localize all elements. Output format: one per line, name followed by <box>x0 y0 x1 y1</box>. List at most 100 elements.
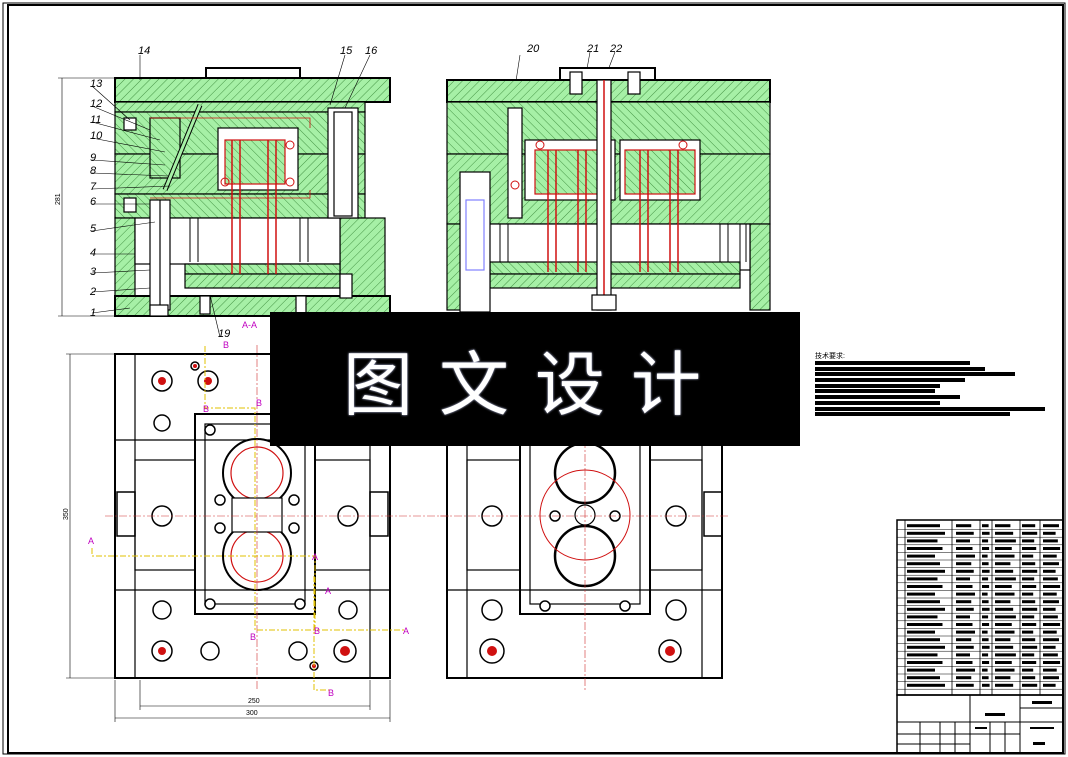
callout-10: 10 <box>90 130 103 142</box>
parts-row-text <box>1022 531 1038 535</box>
callout-20: 20 <box>526 43 540 55</box>
parts-row-text <box>982 592 988 596</box>
parts-row-text <box>1022 562 1036 566</box>
parts-row-text <box>995 653 1016 657</box>
parts-row-text <box>956 600 972 604</box>
callout-1: 1 <box>90 307 96 319</box>
callout-12: 12 <box>90 98 102 110</box>
parts-row-text <box>907 585 943 588</box>
section-label-b-2: B <box>203 404 209 414</box>
parts-row-text <box>1043 600 1059 604</box>
parts-row-text <box>995 569 1014 573</box>
parts-row-text <box>1043 531 1056 535</box>
parts-row-text <box>956 676 972 680</box>
callout-9: 9 <box>90 152 96 164</box>
parts-row-text <box>907 615 938 619</box>
parts-row-text <box>995 623 1012 626</box>
parts-row-text <box>956 661 973 664</box>
parts-row-text <box>907 539 938 543</box>
plan-dimensions <box>66 353 391 722</box>
parts-row-text <box>1022 577 1035 581</box>
parts-row-text <box>1043 638 1059 642</box>
parts-row-text <box>1022 676 1036 680</box>
parts-row-text <box>907 531 945 535</box>
parts-row-text <box>1043 653 1058 657</box>
section-line-a <box>91 346 405 691</box>
parts-row-text <box>1022 615 1035 619</box>
section-label-a-4: A <box>325 586 331 596</box>
parts-row-text <box>995 645 1014 649</box>
parts-row-text <box>956 653 970 657</box>
tech-req-lines <box>815 361 1050 417</box>
parts-row-text <box>956 562 972 566</box>
parts-row-text <box>1043 668 1057 672</box>
callout-16: 16 <box>365 45 378 57</box>
section-label-aa: A-A <box>242 320 257 330</box>
tech-req-line <box>815 395 960 400</box>
parts-row-text <box>982 630 988 634</box>
section-label-a-right: A <box>403 626 409 636</box>
parts-row-text <box>982 585 990 588</box>
parts-row-text <box>956 577 970 581</box>
technical-requirements: 技术要求: <box>815 351 1050 418</box>
parts-row-text <box>907 661 943 664</box>
section-label-b-5: B <box>314 626 320 636</box>
parts-row-text <box>982 615 989 619</box>
tech-req-line <box>815 366 985 371</box>
section-label-b-4: B <box>250 632 256 642</box>
parts-row-text <box>1043 585 1061 588</box>
parts-row-text <box>956 531 974 535</box>
parts-row-text <box>1043 630 1057 634</box>
parts-row-text <box>907 569 945 573</box>
parts-row-text <box>995 668 1015 672</box>
parts-row-text <box>1043 592 1057 596</box>
parts-row-text <box>982 653 989 657</box>
parts-row-text <box>982 645 990 649</box>
parts-row-text <box>995 683 1014 687</box>
front-section-view <box>114 67 391 317</box>
parts-row-text <box>1022 554 1034 558</box>
parts-row-text <box>995 531 1014 535</box>
callout-8: 8 <box>90 165 97 177</box>
parts-row-text <box>907 562 940 566</box>
callout-5: 5 <box>90 223 97 235</box>
parts-row-text <box>907 623 943 626</box>
parts-row-text <box>995 676 1011 680</box>
parts-row-text <box>995 539 1016 543</box>
parts-row-text <box>1022 668 1034 672</box>
section-label-a-left: A <box>88 536 94 546</box>
parts-row-text <box>982 623 990 626</box>
callout-14: 14 <box>138 45 150 57</box>
parts-row-text <box>1022 569 1038 573</box>
section-label-b-6: B <box>328 688 334 698</box>
parts-row-text <box>956 638 972 642</box>
parts-row-text <box>1043 683 1056 687</box>
parts-row-text <box>995 577 1016 581</box>
parts-row-text <box>995 615 1016 619</box>
parts-row-text <box>1022 539 1035 543</box>
parts-row-text <box>995 554 1015 558</box>
parts-row-text <box>956 547 973 550</box>
dim-inner-width-label: 250 <box>248 698 260 705</box>
parts-row-text <box>1022 623 1037 626</box>
parts-row-text <box>956 615 970 619</box>
parts-row-text <box>995 661 1012 664</box>
parts-row-text <box>1043 607 1056 611</box>
parts-row-text <box>907 676 940 680</box>
parts-row-text <box>1022 653 1035 657</box>
parts-row-text <box>956 683 974 687</box>
parts-row-text <box>982 547 990 550</box>
parts-row-text <box>995 638 1011 642</box>
callout-15: 15 <box>340 45 353 57</box>
moving-half-centerlines <box>105 345 450 690</box>
parts-row-text <box>982 668 988 672</box>
title-block <box>896 694 1064 754</box>
parts-row-text <box>1043 524 1059 528</box>
parts-row-text <box>907 638 940 642</box>
callout-4: 4 <box>90 247 96 259</box>
dim-height-label: 281 <box>55 193 62 205</box>
parts-row-text <box>907 645 945 649</box>
callout-6: 6 <box>90 196 97 208</box>
parts-row-text <box>982 562 989 566</box>
